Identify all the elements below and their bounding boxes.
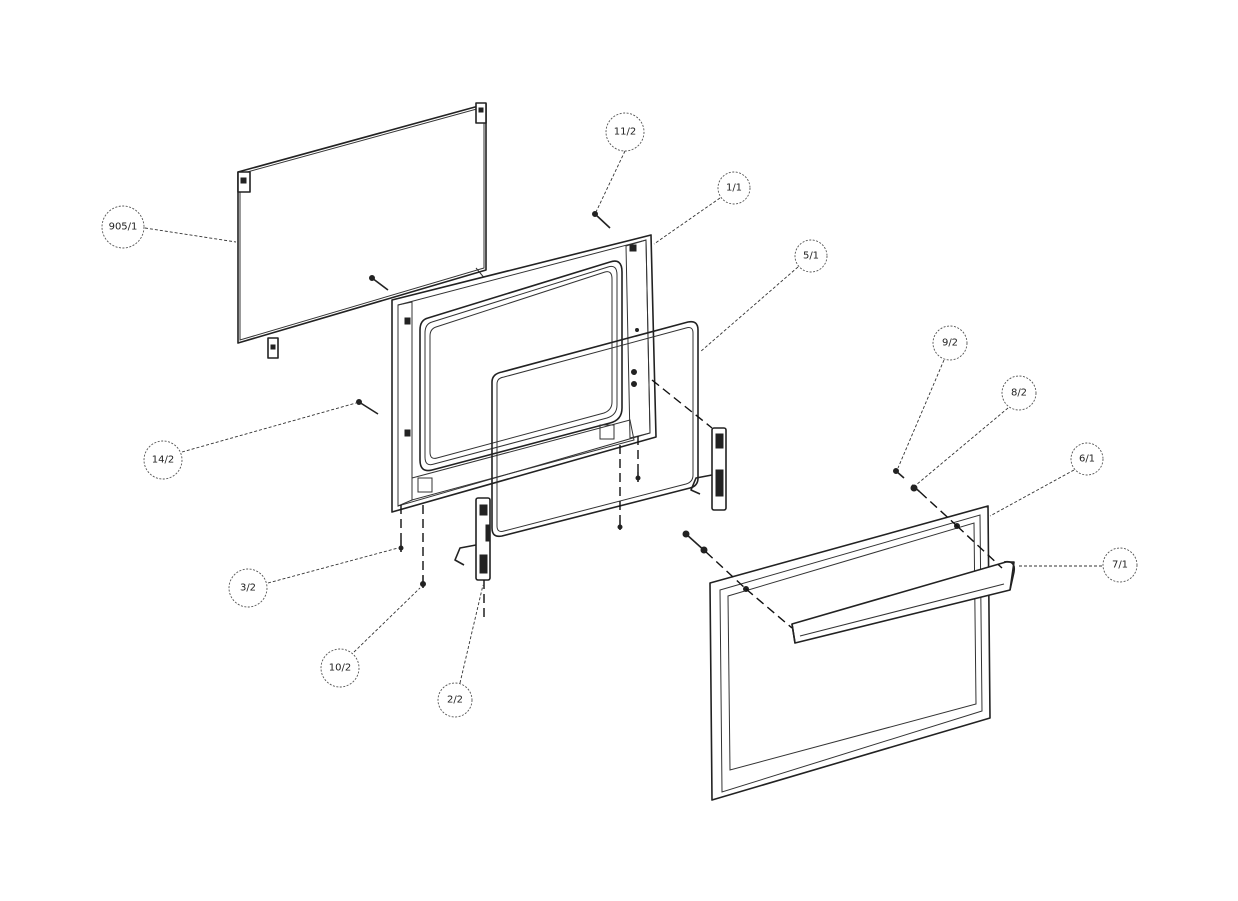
callout-label: 11/2 bbox=[614, 127, 636, 138]
callout-label: 7/1 bbox=[1112, 560, 1128, 571]
callout-bubbles: 905/1 11/2 1/1 5/1 14/2 9/2 8/2 6/1 bbox=[101, 112, 1138, 718]
callout-label: 9/2 bbox=[942, 338, 958, 349]
hinge-right bbox=[690, 427, 727, 511]
outer-glass-panel bbox=[709, 505, 991, 801]
leader-lines bbox=[144, 150, 1102, 684]
callout-3-2: 3/2 bbox=[228, 568, 268, 608]
callout-1-1: 1/1 bbox=[717, 171, 751, 205]
callout-5-1: 5/1 bbox=[794, 239, 828, 273]
callout-8-2: 8/2 bbox=[1001, 375, 1037, 411]
callout-9-2: 9/2 bbox=[932, 325, 968, 361]
callout-label: 905/1 bbox=[109, 222, 138, 233]
callout-label: 5/1 bbox=[803, 251, 819, 262]
callout-label: 6/1 bbox=[1079, 454, 1095, 465]
callout-label: 1/1 bbox=[726, 183, 742, 194]
callout-6-1: 6/1 bbox=[1070, 442, 1104, 476]
callout-label: 2/2 bbox=[447, 695, 463, 706]
callout-905-1: 905/1 bbox=[101, 205, 145, 249]
door-gasket bbox=[491, 320, 699, 538]
inner-door-frame bbox=[391, 234, 657, 513]
callout-11-2: 11/2 bbox=[605, 112, 645, 152]
callout-2-2: 2/2 bbox=[437, 682, 473, 718]
callout-label: 3/2 bbox=[240, 583, 256, 594]
assembly-axes bbox=[400, 379, 1003, 629]
door-handle bbox=[791, 560, 1016, 644]
screws bbox=[356, 211, 921, 588]
callout-14-2: 14/2 bbox=[143, 440, 183, 480]
callout-10-2: 10/2 bbox=[320, 648, 360, 688]
callout-label: 14/2 bbox=[152, 455, 174, 466]
callout-label: 8/2 bbox=[1011, 388, 1027, 399]
callout-label: 10/2 bbox=[329, 663, 351, 674]
hinge-left bbox=[454, 497, 491, 581]
back-panel bbox=[237, 102, 487, 359]
callout-7-1: 7/1 bbox=[1102, 547, 1138, 583]
